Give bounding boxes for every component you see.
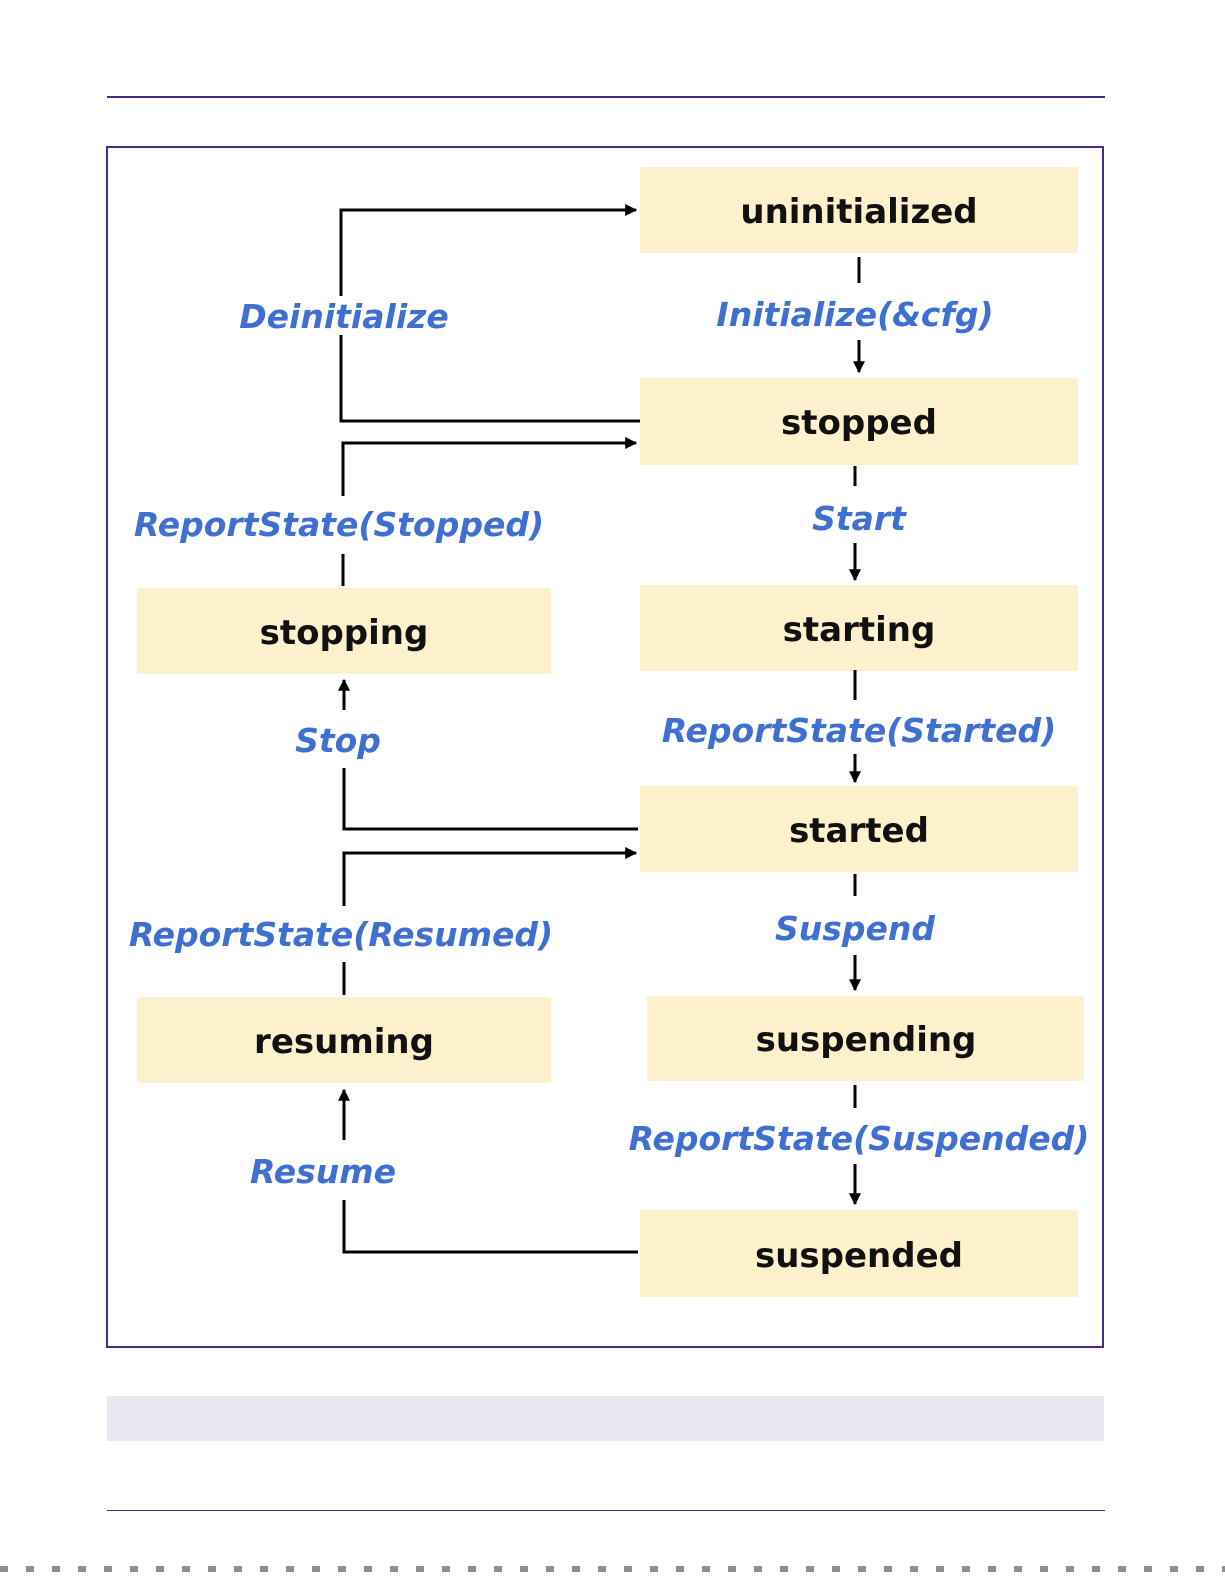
- footer-rule: [107, 1510, 1105, 1511]
- transition-report-started: ReportState(Started): [662, 670, 1057, 782]
- event-label: Stop: [295, 721, 381, 760]
- event-label: Deinitialize: [239, 297, 448, 336]
- state-suspended: suspended: [640, 1210, 1078, 1297]
- transition-deinitialize: Deinitialize: [239, 210, 640, 421]
- state-label: resuming: [254, 1022, 434, 1062]
- event-label: Resume: [250, 1152, 396, 1191]
- transition-report-suspended: ReportState(Suspended): [629, 1085, 1090, 1204]
- caption-bar: [107, 1396, 1104, 1441]
- state-label: suspending: [756, 1020, 977, 1060]
- transition-resume: Resume: [250, 1090, 638, 1252]
- transition-suspend: Suspend: [775, 874, 935, 990]
- event-label: Suspend: [775, 909, 935, 948]
- event-label: ReportState(Resumed): [129, 915, 553, 954]
- state-suspending: suspending: [647, 996, 1084, 1081]
- state-stopping: stopping: [137, 588, 551, 674]
- transition-report-resumed: ReportState(Resumed): [129, 853, 636, 995]
- state-label: uninitialized: [740, 192, 977, 232]
- state-label: stopping: [260, 613, 429, 653]
- event-label: ReportState(Started): [662, 711, 1057, 750]
- state-label: suspended: [755, 1236, 963, 1276]
- state-started: started: [640, 786, 1078, 872]
- transition-stop: Stop: [295, 680, 638, 829]
- transition-report-stopped: ReportState(Stopped): [134, 443, 636, 586]
- state-label: started: [789, 811, 929, 851]
- transition-start: Start: [812, 466, 907, 580]
- state-starting: starting: [640, 585, 1078, 671]
- footer-tick-pattern: [0, 1566, 1225, 1572]
- event-label: ReportState(Suspended): [629, 1119, 1090, 1158]
- state-label: starting: [783, 610, 936, 650]
- state-uninitialized: uninitialized: [640, 167, 1078, 253]
- state-resuming: resuming: [137, 997, 551, 1083]
- state-stopped: stopped: [640, 378, 1078, 465]
- event-label: ReportState(Stopped): [134, 505, 544, 544]
- event-label: Initialize(&cfg): [716, 295, 993, 334]
- transition-initialize: Initialize(&cfg): [716, 257, 993, 372]
- state-label: stopped: [781, 403, 937, 443]
- event-label: Start: [812, 499, 907, 538]
